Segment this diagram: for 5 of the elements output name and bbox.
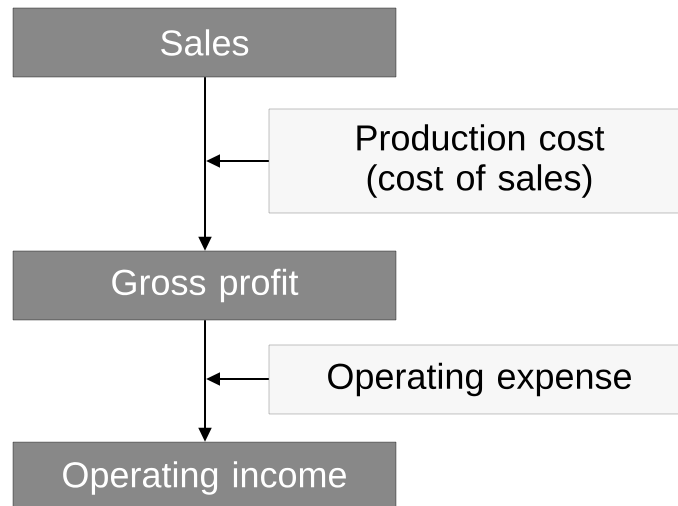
main-box: Sales [12,8,396,78]
main-box: Gross profit [12,250,396,320]
cost-box: Production cost (cost of sales) [268,108,678,214]
cost-box: Operating expense [268,344,678,414]
main-box: Operating income [12,442,396,506]
